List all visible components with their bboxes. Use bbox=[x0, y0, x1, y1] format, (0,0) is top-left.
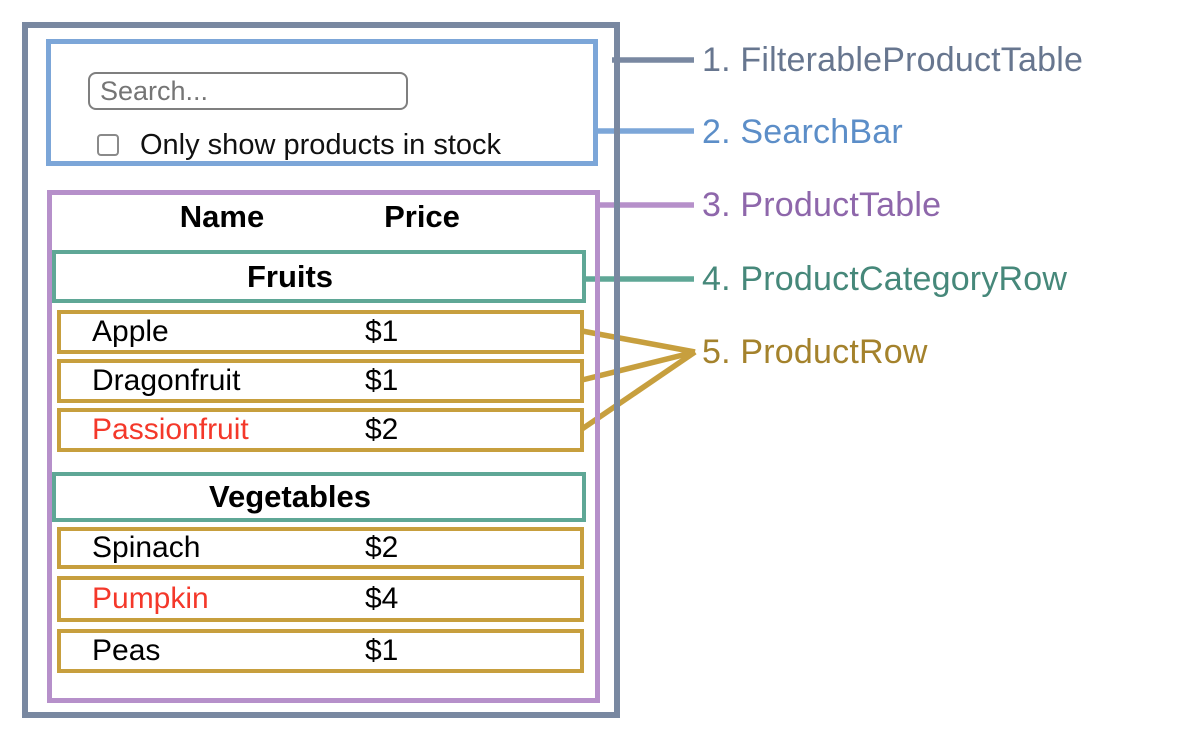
search-input[interactable] bbox=[88, 72, 408, 110]
name-column-header: Name bbox=[179, 199, 265, 234]
legend-product-table: 3. ProductTable bbox=[702, 185, 942, 224]
product-row-pumpkin: Pumpkin $4 bbox=[57, 576, 584, 622]
product-price: $1 bbox=[365, 364, 399, 397]
product-row-dragonfruit: Dragonfruit $1 bbox=[57, 359, 584, 403]
product-price: $1 bbox=[365, 634, 399, 667]
product-price: $4 bbox=[365, 582, 399, 615]
product-name: Passionfruit bbox=[92, 413, 249, 446]
in-stock-checkbox[interactable] bbox=[97, 134, 119, 156]
product-price: $1 bbox=[365, 315, 399, 348]
product-price: $2 bbox=[365, 531, 399, 564]
product-name: Apple bbox=[92, 315, 169, 348]
filterable-product-table-box: Only show products in stock Name Price F… bbox=[22, 22, 620, 718]
in-stock-filter-row: Only show products in stock bbox=[97, 129, 501, 161]
product-row-passionfruit: Passionfruit $2 bbox=[57, 408, 584, 452]
product-row-apple: Apple $1 bbox=[57, 310, 584, 354]
category-label: Vegetables bbox=[209, 479, 371, 514]
search-bar-box: Only show products in stock bbox=[46, 39, 598, 166]
legend-product-category-row: 4. ProductCategoryRow bbox=[702, 259, 1068, 298]
legend-search-bar: 2. SearchBar bbox=[702, 112, 903, 151]
product-row-peas: Peas $1 bbox=[57, 629, 584, 673]
product-name: Spinach bbox=[92, 531, 201, 564]
product-name: Dragonfruit bbox=[92, 364, 241, 397]
product-price: $2 bbox=[365, 413, 399, 446]
product-name: Peas bbox=[92, 634, 161, 667]
category-row-fruits: Fruits bbox=[52, 250, 586, 303]
legend-product-row: 5. ProductRow bbox=[702, 332, 928, 371]
price-column-header: Price bbox=[384, 199, 460, 234]
in-stock-checkbox-label: Only show products in stock bbox=[140, 128, 502, 161]
product-name: Pumpkin bbox=[92, 582, 209, 615]
product-row-spinach: Spinach $2 bbox=[57, 527, 584, 569]
product-table-box: Name Price Fruits Apple $1 Dragonfruit $… bbox=[47, 190, 600, 703]
category-label: Fruits bbox=[246, 258, 334, 294]
category-row-vegetables: Vegetables bbox=[52, 472, 586, 522]
legend-filterable-product-table: 1. FilterableProductTable bbox=[702, 40, 1084, 79]
